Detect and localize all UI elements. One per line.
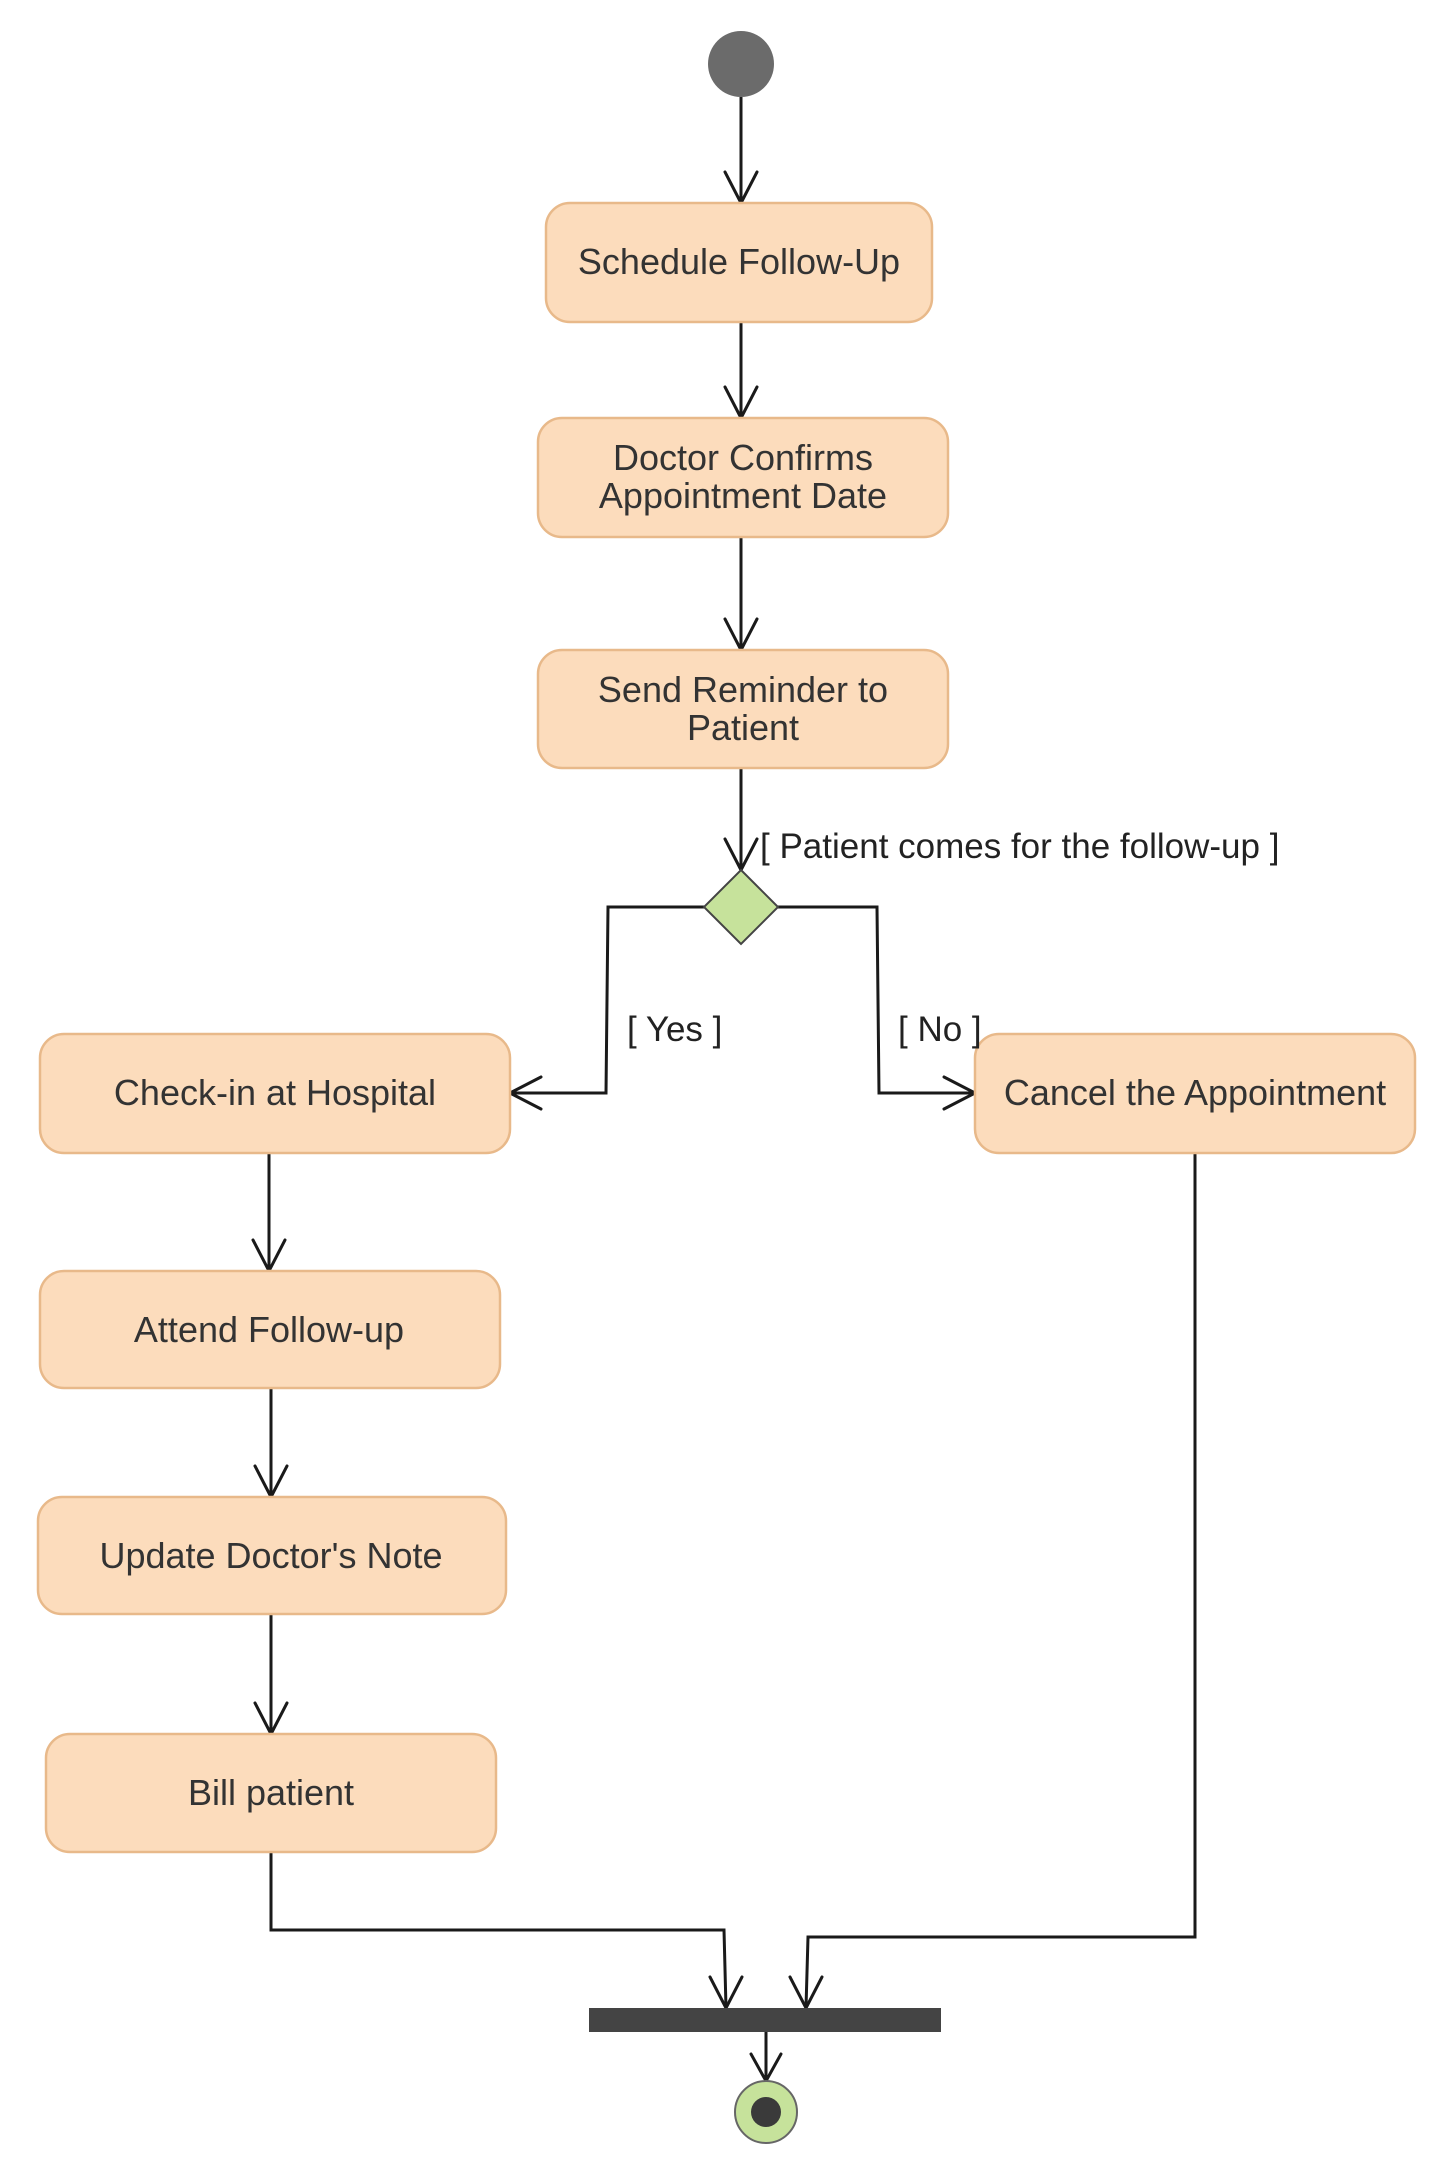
node-label-line: Send Reminder to xyxy=(598,669,888,710)
action-update[interactable]: Update Doctor's Note xyxy=(36,1495,508,1616)
action-update-box xyxy=(36,1495,508,1616)
node-label-line: Bill patient xyxy=(188,1772,354,1813)
action-cancel-box xyxy=(973,1032,1417,1155)
node-label-line: Doctor Confirms xyxy=(613,437,873,478)
action-cancel-label: Cancel the Appointment xyxy=(1004,1072,1386,1113)
edge-decision-to-cancel xyxy=(778,905,975,1095)
guard-yes: [ Yes ] xyxy=(627,1010,722,1049)
action-checkin-box xyxy=(38,1032,512,1155)
action-bill[interactable]: Bill patient xyxy=(44,1732,498,1854)
action-attend-label: Attend Follow-up xyxy=(134,1309,404,1350)
action-attend[interactable]: Attend Follow-up xyxy=(38,1269,502,1390)
action-checkin-label: Check-in at Hospital xyxy=(114,1072,436,1113)
decision-node xyxy=(702,868,780,946)
node-label-line: Patient xyxy=(687,707,799,748)
node-label-line: Appointment Date xyxy=(599,475,887,516)
node-label-line: Update Doctor's Note xyxy=(99,1535,442,1576)
final-node xyxy=(734,2080,798,2144)
edge-bill-to-join xyxy=(269,1852,728,2009)
guard-no: [ No ] xyxy=(898,1010,982,1049)
edge-cancel-to-join xyxy=(804,1153,1197,2009)
join-bar xyxy=(589,2008,941,2032)
edge-decision-to-checkin xyxy=(510,905,704,1095)
action-bill-label: Bill patient xyxy=(188,1772,354,1813)
action-schedule-box xyxy=(544,201,934,324)
initial-node xyxy=(708,31,774,97)
node-label-line: Check-in at Hospital xyxy=(114,1072,436,1113)
action-schedule-label: Schedule Follow-Up xyxy=(578,241,900,282)
action-checkin[interactable]: Check-in at Hospital xyxy=(38,1032,512,1155)
action-schedule[interactable]: Schedule Follow-Up xyxy=(544,201,934,324)
action-update-label: Update Doctor's Note xyxy=(99,1535,442,1576)
node-label-line: Attend Follow-up xyxy=(134,1309,404,1350)
action-cancel[interactable]: Cancel the Appointment xyxy=(973,1032,1417,1155)
node-label-line: Schedule Follow-Up xyxy=(578,241,900,282)
edges xyxy=(267,97,1197,2081)
node-label-line: Cancel the Appointment xyxy=(1004,1072,1386,1113)
action-attend-box xyxy=(38,1269,502,1390)
action-confirm-box xyxy=(536,416,950,539)
action-reminder-box xyxy=(536,648,950,770)
guard-decision: [ Patient comes for the follow-up ] xyxy=(760,827,1279,866)
action-bill-box xyxy=(44,1732,498,1854)
final-node-inner xyxy=(751,2097,781,2127)
